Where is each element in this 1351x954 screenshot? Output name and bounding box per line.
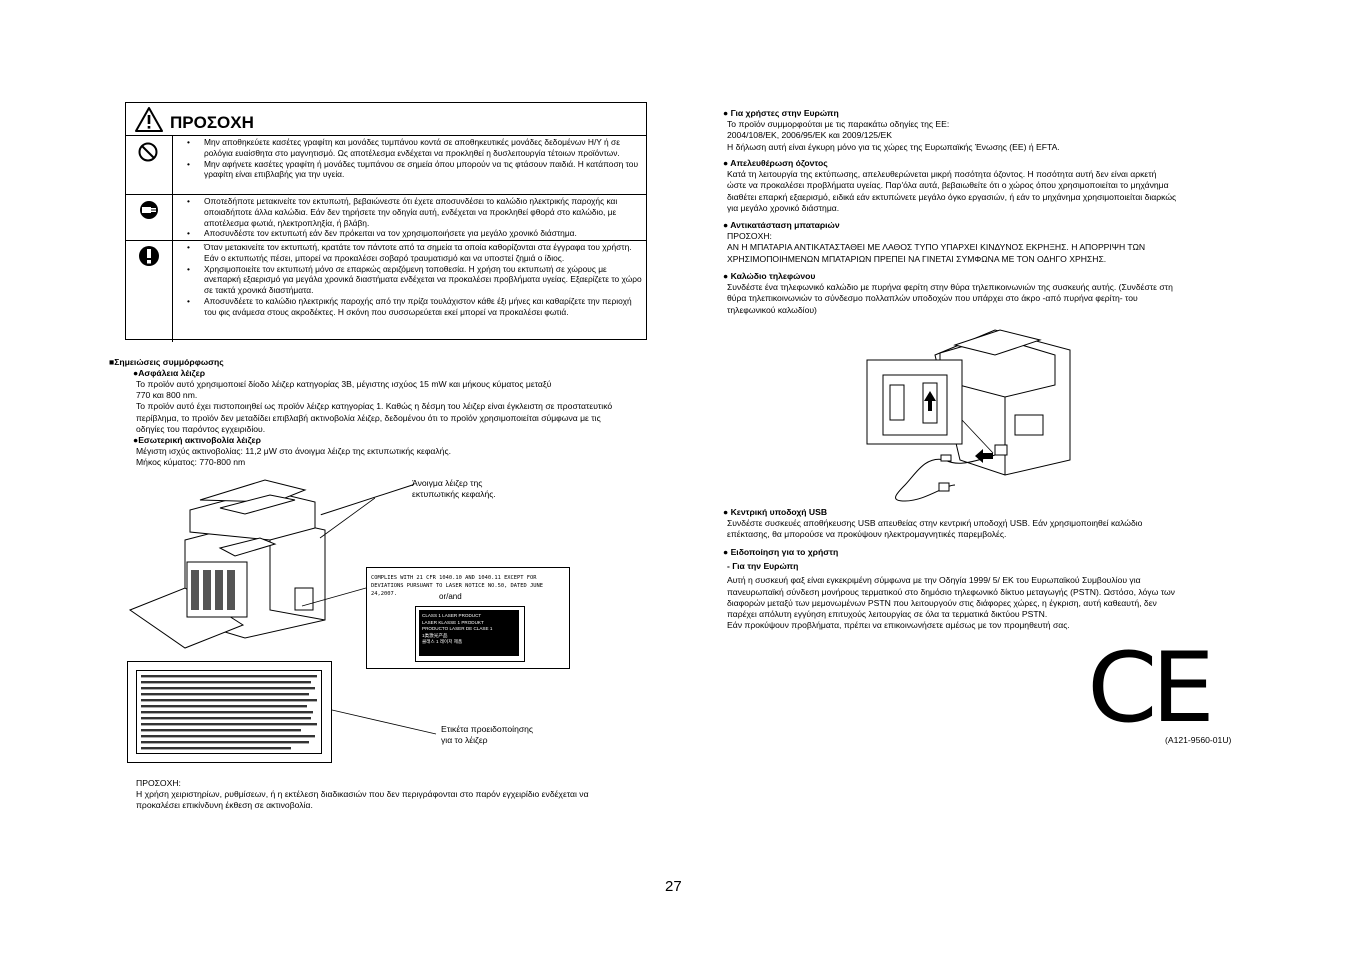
caution-title: ΠΡΟΣΟΧΗ xyxy=(170,113,254,132)
printer-illustration xyxy=(128,479,375,649)
text-line: πανευρωπαϊκή σύνδεση μονήρους τερματικού… xyxy=(727,586,1175,597)
laser-warning-label-image xyxy=(141,675,317,750)
section-heading: ● Κεντρική υποδοχή USB xyxy=(723,507,828,517)
phone-cable-illustration xyxy=(866,329,1071,502)
text-line: ΑΝ Η ΜΠΑΤΑΡΙΑ ΑΝΤΙΚΑΤΑΣΤΑΘΕΙ ΜΕ ΛΑΘΟΣ ΤΥ… xyxy=(727,242,1146,253)
text-line: DEVIATIONS PURSUANT TO LASER NOTICE NO.5… xyxy=(371,583,544,597)
usb-section: ● Κεντρική υποδοχή USB Συνδέστε συσκευές… xyxy=(723,507,1243,541)
caution-item: Αποσυνδέετε το καλώδιο ηλεκτρικής παροχή… xyxy=(172,296,642,318)
text-line: Κατά τη λειτουργία της εκτύπωσης, απελευ… xyxy=(727,169,1157,180)
text-line: Μέγιστη ισχύς ακτινοβολίας: 11,2 μW στο … xyxy=(136,446,451,456)
section-heading: ● Αντικατάσταση μπαταριών xyxy=(723,220,840,230)
text-line: Συνδέστε συσκευές αποθήκευσης USB απευθε… xyxy=(727,518,1143,529)
caution-table: ΠΡΟΣΟΧΗ Μην αποθηκεύετε κασέτες γραφίτη … xyxy=(125,102,647,342)
caution-row-handling: Όταν μετακινείτε τον εκτυπωτή, κρατάτε τ… xyxy=(126,241,646,342)
text-line: 2004/108/ΕΚ, 2006/95/ΕΚ και 2009/125/ΕΚ xyxy=(727,130,892,141)
caution-item: Οποτεδήποτε μετακινείτε τον εκτυπωτή, βε… xyxy=(172,196,642,228)
bottom-caution: ΠΡΟΣΟΧΗ: Η χρήση χειριστηρίων, ρυθμίσεων… xyxy=(136,778,589,812)
text-line: 770 και 800 nm. xyxy=(136,390,198,401)
warning-triangle-icon xyxy=(135,107,163,132)
text-line: Το προϊόν συμμορφούται με τις παρακάτω ο… xyxy=(727,119,950,130)
section-heading: ● Ειδοποίηση για το χρήστη xyxy=(723,547,839,557)
text-line: 클래스 1 레이저 제품 xyxy=(422,639,463,645)
or-and-label: or/and xyxy=(439,592,462,601)
text-line: Εάν προκύψουν προβλήματα, πρέπει να επικ… xyxy=(727,620,1070,631)
text-line: για το λέιζερ xyxy=(441,735,488,746)
laser-safety-text: Το προϊόν αυτό χρησιμοποιεί δίοδο λέιζερ… xyxy=(136,379,696,435)
section-heading: ● Καλώδιο τηλεφώνου xyxy=(723,271,816,281)
text-line: τηλεφωνικού καλωδίου) xyxy=(727,304,817,315)
text-line: ΧΡΗΣΙΜΟΠΟΙΗΜΕΝΩΝ ΜΠΑΤΑΡΙΩΝ ΠΡΕΠΕΙ ΝΑ ΓΙΝ… xyxy=(727,253,1107,264)
internal-radiation-text: Μέγιστη ισχύς ακτινοβολίας: 11,2 μW στο … xyxy=(136,446,451,468)
text-line: θύρα τηλεπικοινωνιών το σύνδεσμο πολλαπλ… xyxy=(727,293,1138,304)
text-line: ΠΡΟΣΟΧΗ: xyxy=(727,231,772,242)
battery-section: ● Αντικατάσταση μπαταριών ΠΡΟΣΟΧΗ: ΑΝ Η … xyxy=(723,220,1243,265)
user-notice-section: ● Ειδοποίηση για το χρήστη - Για την Ευρ… xyxy=(723,547,1243,631)
section-heading: ● Για χρήστες στην Ευρώπη xyxy=(723,108,839,118)
ce-mark: CE xyxy=(1087,632,1215,744)
text-line: διαθέτει επαρκή εξαερισμό, ειδικά εάν εκ… xyxy=(727,191,1177,202)
caution-row-storage: Μην αποθηκεύετε κασέτες γραφίτη και μονά… xyxy=(126,136,646,195)
text-line: παρέχει απόλυτη εγγύηση επιτυχούς λειτου… xyxy=(727,609,1048,620)
phone-cable-section: ● Καλώδιο τηλεφώνου Συνδέστε ένα τηλεφων… xyxy=(723,271,1243,316)
internal-radiation-heading: ●Εσωτερική ακτινοβολία λέιζερ xyxy=(133,435,261,445)
document-code: (A121-9560-01U) xyxy=(1165,735,1232,745)
text-line: CLASS 1 LASER PRODUCT xyxy=(422,613,482,618)
warning-label-box xyxy=(127,661,332,763)
section-subheading: - Για την Ευρώπη xyxy=(727,561,799,572)
page-number: 27 xyxy=(665,878,682,895)
laser-safety-heading: ●Ασφάλεια λέιζερ xyxy=(133,368,206,378)
text-line: 1类激光产品 xyxy=(422,632,448,638)
caution-list: Μην αποθηκεύετε κασέτες γραφίτη και μονά… xyxy=(172,136,648,181)
text-line: επέκτασης, θα μπορούσε να προκύψουν ηλεκ… xyxy=(727,529,1007,540)
caution-list: Όταν μετακινείτε τον εκτυπωτή, κρατάτε τ… xyxy=(172,241,648,319)
text-line: Το προϊόν αυτό έχει πιστοποιηθεί ως προϊ… xyxy=(136,401,613,412)
section-heading: ● Απελευθέρωση όζοντος xyxy=(723,158,828,168)
text-line: Η χρήση χειριστηρίων, ρυθμίσεων, ή η εκτ… xyxy=(136,789,589,800)
caution-item: Αποσυνδέστε τον εκτυπωτή εάν δεν πρόκειτ… xyxy=(172,228,642,239)
caution-row-moving: Οποτεδήποτε μετακινείτε τον εκτυπωτή, βε… xyxy=(126,195,646,241)
text-line: PRODUCTO LASER DE CLASE 1 xyxy=(422,626,493,632)
prohibition-icon xyxy=(138,142,158,162)
text-line: COMPLIES WITH 21 CFR 1040.10 AND 1040.11… xyxy=(371,575,537,581)
caution-item: Μην αφήνετε κασέτες γραφίτη ή μονάδες τυ… xyxy=(172,159,642,181)
caution-item: Όταν μετακινείτε τον εκτυπωτή, κρατάτε τ… xyxy=(172,242,642,264)
text-line: διαφορών μεταξύ των μεμονωμένων PSTN που… xyxy=(727,597,1157,608)
text-line: Η δήλωση αυτή είναι έγκυρη μόνο για τις … xyxy=(727,141,1060,152)
caution-item: Μην αποθηκεύετε κασέτες γραφίτη και μονά… xyxy=(172,137,642,159)
warning-label-caption: Ετικέτα προειδοποίησης για το λέιζερ xyxy=(441,724,533,746)
text-line: εκτυπωτικής κεφαλής. xyxy=(412,489,496,500)
text-line: Συνδέστε ένα τηλεφωνικό καλώδιο με πυρήν… xyxy=(727,282,1173,293)
text-line: Αυτή η συσκευή φαξ είναι εγκεκριμένη σύμ… xyxy=(727,575,1141,586)
text-line: Άνοιγμα λέιζερ της xyxy=(412,478,483,488)
caution-item: Χρησιμοποιείτε τον εκτυπωτή μόνο σε επαρ… xyxy=(172,264,642,296)
text-line: ώστε να προκαλέσει προβλήματα υγείας. Πα… xyxy=(727,180,1169,191)
compliance-label-box: COMPLIES WITH 21 CFR 1040.10 AND 1040.11… xyxy=(366,567,570,669)
caution-header: ΠΡΟΣΟΧΗ xyxy=(126,103,646,136)
europe-users-section: ● Για χρήστες στην Ευρώπη Το προϊόν συμμ… xyxy=(723,108,1243,153)
text-line: προκαλέσει επικίνδυνη έκθεση σε ακτινοβο… xyxy=(136,800,313,811)
text-line: για μεγάλο χρονικό διάστημα. xyxy=(727,202,840,213)
compliance-heading: ■Σημειώσεις συμμόρφωσης xyxy=(109,357,224,367)
aperture-label: Άνοιγμα λέιζερ της εκτυπωτικής κεφαλής. xyxy=(412,478,496,500)
unplug-icon xyxy=(140,201,158,219)
text-line: ΠΡΟΣΟΧΗ: xyxy=(136,778,181,788)
caution-list: Οποτεδήποτε μετακινείτε τον εκτυπωτή, βε… xyxy=(172,195,648,240)
text-line: Μήκος κύματος: 770-800 nm xyxy=(136,457,246,468)
exclamation-icon xyxy=(139,246,159,266)
text-line: Ετικέτα προειδοποίησης xyxy=(441,724,534,734)
text-line: Το προϊόν αυτό χρησιμοποιεί δίοδο λέιζερ… xyxy=(136,379,552,389)
class1-label: CLASS 1 LASER PRODUCT LASER KLASSE 1 PRO… xyxy=(419,610,519,656)
text-line: LASER KLASSE 1 PRODUKT xyxy=(422,619,484,625)
ozone-section: ● Απελευθέρωση όζοντος Κατά τη λειτουργί… xyxy=(723,158,1243,214)
text-line: περίβλημα, το προϊόν δεν μεταδίδει επιβλ… xyxy=(136,412,601,423)
text-line: οδηγίες του παρόντος εγχειριδίου. xyxy=(136,423,266,434)
